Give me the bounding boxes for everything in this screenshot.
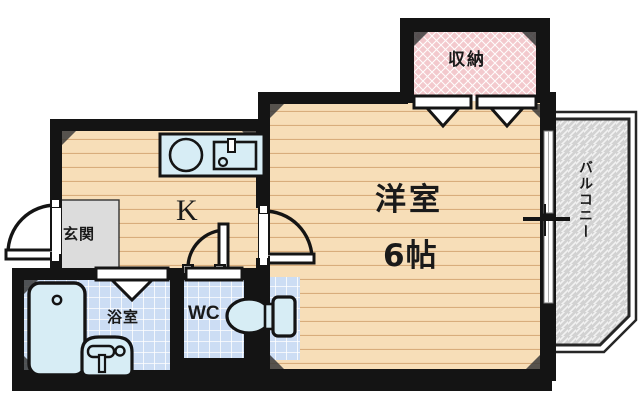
main-room-label: 洋室: [375, 182, 443, 218]
balcony-label: バルコニー: [577, 160, 593, 240]
balcony-sliding-door[interactable]: [523, 126, 570, 308]
genkan-label: 玄関: [63, 225, 96, 243]
toilet-door[interactable]: [184, 266, 244, 282]
toilet-label: WC: [188, 303, 220, 324]
storage-floor: [408, 26, 542, 96]
kitchen-label: K: [176, 194, 198, 227]
bathtub-icon: [27, 281, 87, 377]
entrance-door[interactable]: [4, 198, 62, 264]
kitchen-counter-unit: [158, 132, 266, 178]
storage-label: 収納: [448, 50, 486, 70]
genkan-floor: [55, 199, 120, 273]
closet-door-right[interactable]: [475, 94, 538, 129]
bathroom-label: 浴室: [107, 308, 140, 326]
bathroom-door[interactable]: [94, 266, 170, 303]
main-room-floor: [268, 101, 544, 381]
washbasin-icon: [80, 335, 134, 378]
main-room-size-label: 6帖: [383, 238, 438, 274]
toilet-fixture-icon: [225, 295, 297, 338]
kitchen-room-door[interactable]: [258, 204, 316, 268]
closet-door-left[interactable]: [412, 94, 473, 129]
stove-burner-icon: [168, 137, 204, 173]
